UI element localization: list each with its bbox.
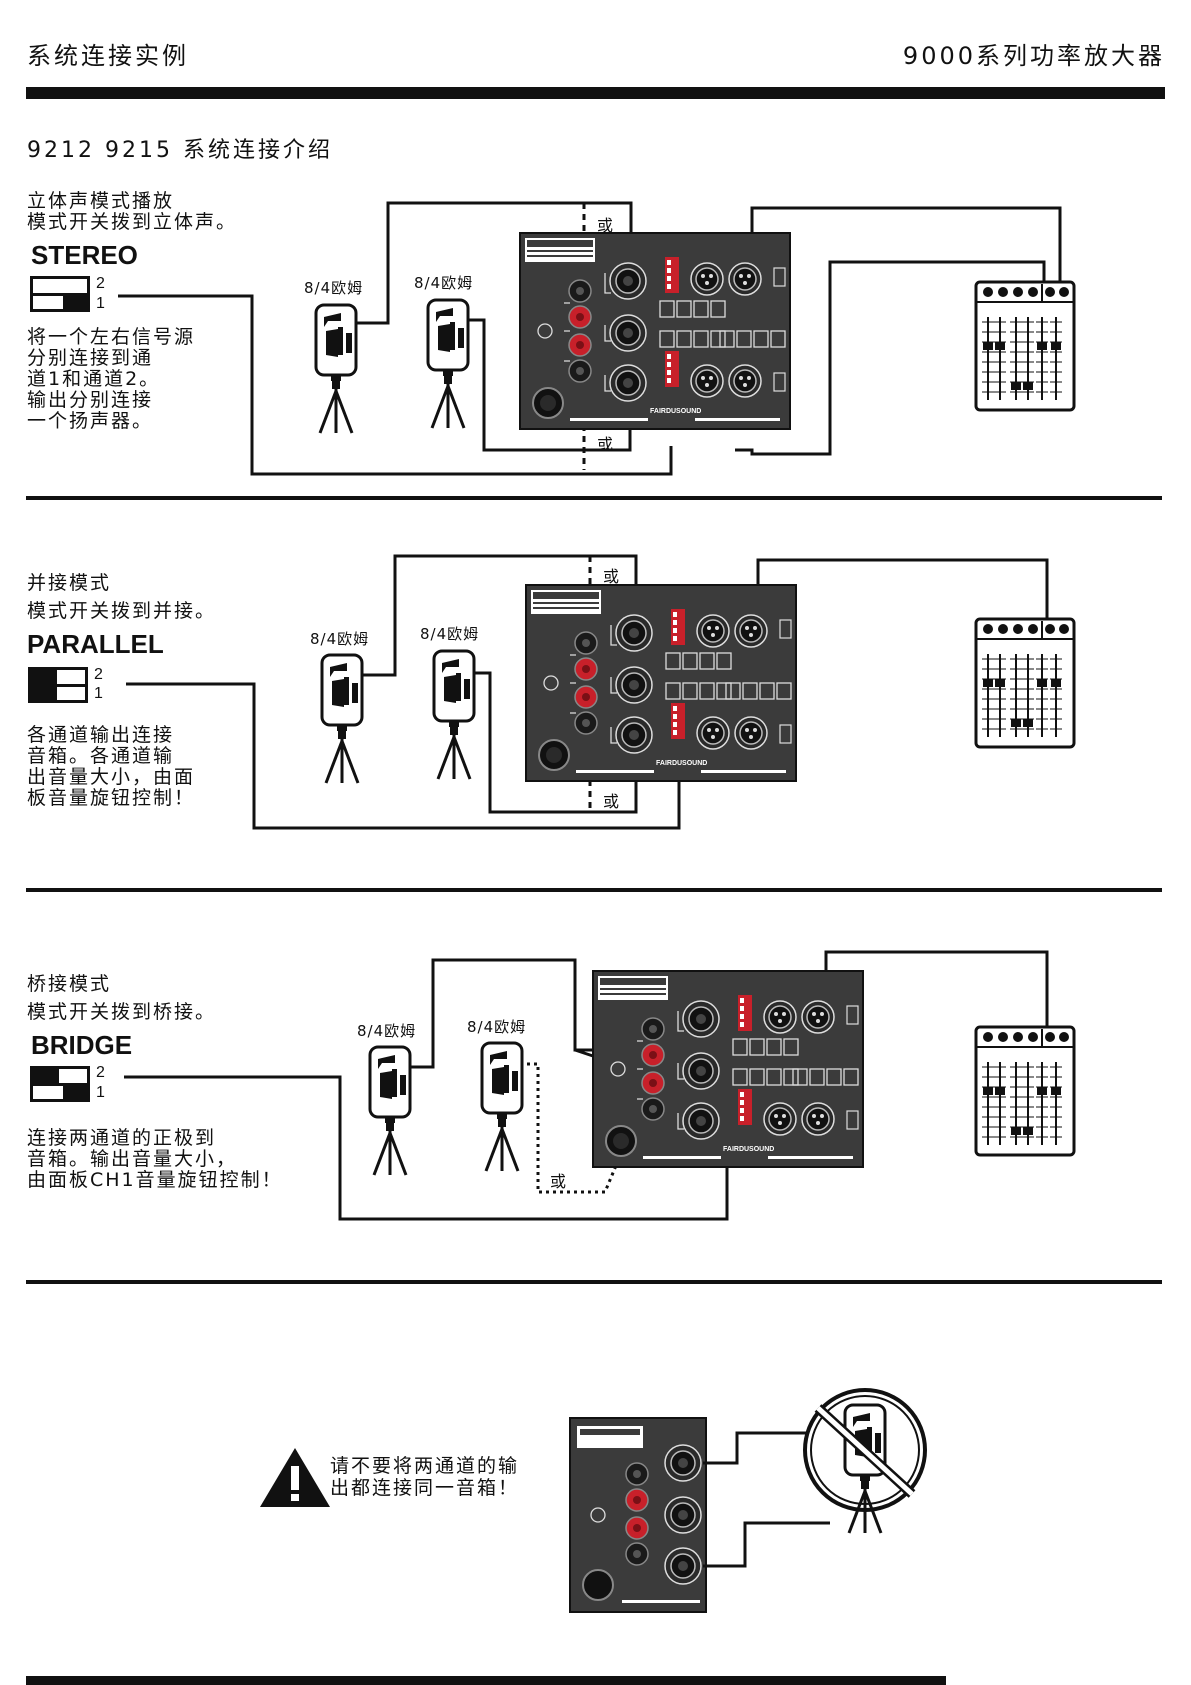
- switch-pos-2: 2: [96, 1064, 105, 1081]
- amplifier-rear-panel-stereo: [520, 233, 790, 429]
- amplifier-partial-panel: [569, 1417, 707, 1613]
- section-divider: [26, 496, 1162, 500]
- mode-switch-icon: [30, 276, 90, 312]
- stereo-caption: 立体声模式播放 模式开关拨到立体声。: [27, 190, 238, 233]
- parallel-caption: 并接模式 模式开关拨到并接。: [27, 572, 217, 622]
- bridge-description: 连接两通道的正极到 音箱。输出音量大小， 由面板CH1音量旋钮控制！: [27, 1127, 283, 1191]
- bridge-mode-title: BRIDGE: [31, 1030, 133, 1060]
- switch-pos-1: 1: [94, 685, 103, 702]
- mixer-console-icon: [974, 1025, 1076, 1157]
- or-label: 或: [550, 1172, 567, 1191]
- speaker-icon: [320, 653, 364, 785]
- section-divider: [26, 1280, 1162, 1284]
- header-left: 系统连接实例: [27, 42, 189, 70]
- speaker-icon: [480, 1041, 524, 1173]
- impedance-label: 8/4欧姆: [310, 630, 370, 648]
- section-divider: [26, 888, 1162, 892]
- stereo-wiring: [118, 201, 1062, 476]
- parallel-mode-title: PARALLEL: [27, 629, 164, 659]
- footer-rule: [26, 1676, 946, 1685]
- amplifier-rear-panel-parallel: [526, 585, 796, 781]
- impedance-label: 8/4欧姆: [414, 274, 474, 292]
- switch-pos-1: 1: [96, 1084, 105, 1101]
- impedance-label: 8/4欧姆: [304, 279, 364, 297]
- mixer-console-icon: [974, 617, 1076, 749]
- mode-switch-icon: [30, 1066, 90, 1102]
- switch-pos-2: 2: [94, 666, 103, 683]
- impedance-label: 8/4欧姆: [357, 1022, 417, 1040]
- switch-pos-1: 1: [96, 295, 105, 312]
- speaker-icon: [368, 1045, 412, 1177]
- warning-wiring: [703, 1431, 830, 1568]
- header-right: 9000系列功率放大器: [902, 42, 1165, 70]
- impedance-label: 8/4欧姆: [420, 625, 480, 643]
- parallel-wiring: [126, 554, 1049, 830]
- or-label: 或: [603, 792, 620, 811]
- mode-switch-icon: [28, 667, 88, 703]
- or-label: 或: [597, 216, 614, 235]
- impedance-label: 8/4欧姆: [467, 1018, 527, 1036]
- bridge-caption: 桥接模式 模式开关拨到桥接。: [27, 973, 217, 1023]
- mixer-console-icon: [974, 280, 1076, 412]
- speaker-icon: [426, 298, 470, 430]
- header-rule: [26, 87, 1165, 99]
- warning-text: 请不要将两通道的输 出都连接同一音箱！: [330, 1455, 520, 1499]
- parallel-description: 各通道输出连接 音箱。各通道输 出音量大小，由面 板音量旋钮控制！: [27, 724, 196, 809]
- or-label: 或: [603, 567, 620, 586]
- bridge-wiring: [124, 950, 1049, 1221]
- stereo-description: 将一个左右信号源 分别连接到通 道1和通道2。 输出分别连接 一个扬声器。: [27, 326, 196, 432]
- stereo-mode-title: STEREO: [31, 240, 138, 270]
- prohibited-speaker-icon: [803, 1388, 927, 1535]
- speaker-icon: [314, 303, 358, 435]
- speaker-icon: [432, 649, 476, 781]
- intro-title: 9212 9215 系统连接介绍: [27, 138, 333, 163]
- amplifier-rear-panel-bridge: [593, 971, 863, 1167]
- switch-pos-2: 2: [96, 275, 105, 292]
